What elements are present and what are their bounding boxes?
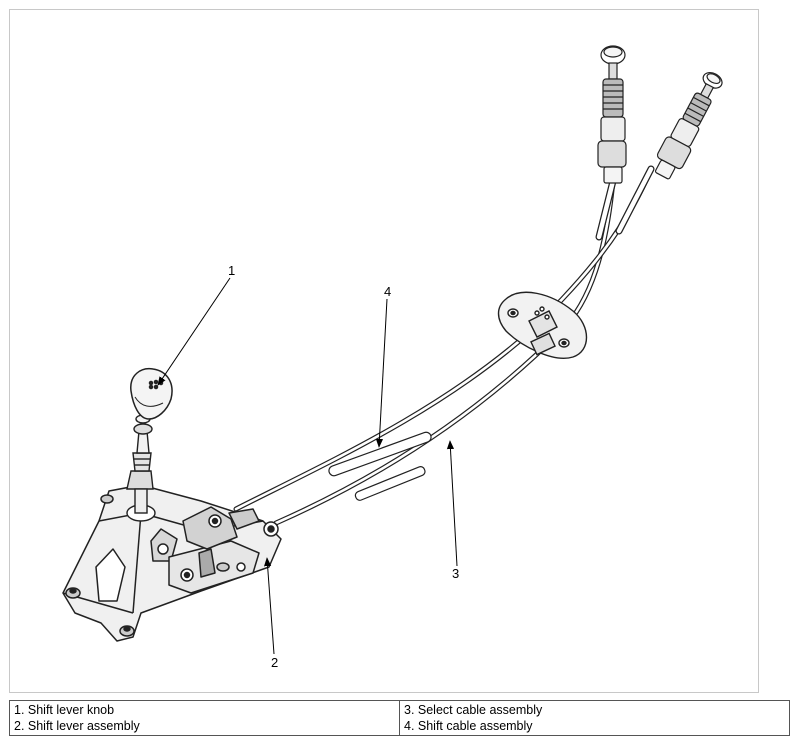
leader-4	[375, 298, 388, 448]
leader-1	[157, 277, 231, 386]
diagram-figure: 1 2 3 4	[9, 9, 759, 693]
select-cable-end-fitting	[597, 45, 627, 184]
callout-2: 2	[271, 655, 278, 670]
select-cable-sleeve	[354, 466, 426, 501]
legend-item-shift-lever-knob: 1. Shift lever knob	[14, 703, 115, 717]
callout-4: 4	[384, 284, 391, 299]
legend-item-select-cable-assembly: 3. Select cable assembly	[404, 703, 543, 717]
shift-cable-end-fitting	[654, 72, 723, 180]
leader-3	[446, 440, 458, 567]
shift-lever-cable-diagram: 1 2 3 4	[62, 45, 723, 670]
legend-item-shift-lever-assembly: 2. Shift lever assembly	[14, 719, 140, 733]
callout-leaders	[157, 277, 458, 655]
shift-cable-sleeve	[328, 431, 432, 477]
legend-cell-right: 3. Select cable assembly 4. Shift cable …	[399, 700, 790, 736]
legend-cell-left: 1. Shift lever knob 2. Shift lever assem…	[9, 700, 400, 736]
callout-3: 3	[452, 566, 459, 581]
leader-2	[263, 557, 275, 655]
callout-1: 1	[228, 263, 235, 278]
legend-item-shift-cable-assembly: 4. Shift cable assembly	[404, 719, 533, 733]
shift-lever-base	[62, 484, 282, 642]
shift-cable	[233, 166, 654, 512]
firewall-grommet-plate	[497, 291, 588, 359]
shift-lever-knob	[130, 367, 173, 420]
shift-lever	[126, 414, 156, 522]
parts-legend-table: 1. Shift lever knob 2. Shift lever assem…	[9, 700, 790, 736]
